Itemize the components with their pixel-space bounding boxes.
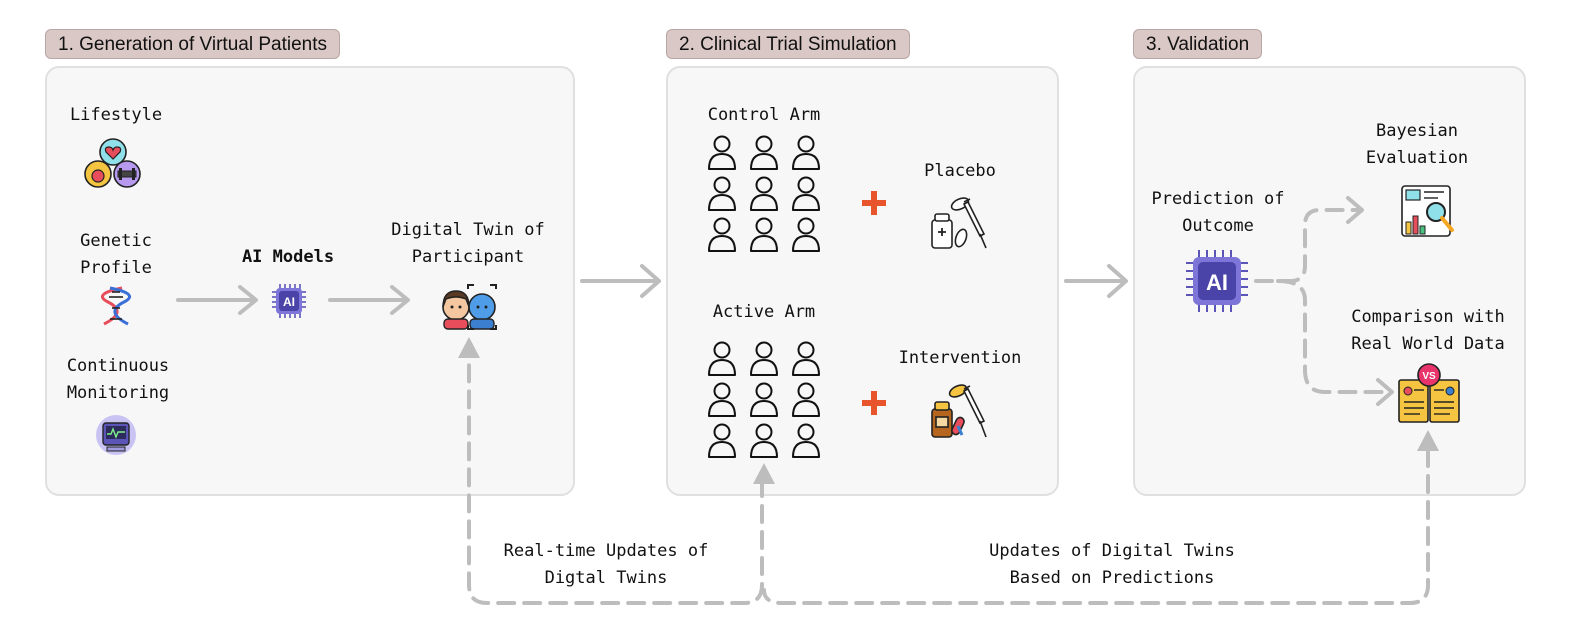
control-arm-people-icon (704, 133, 824, 253)
label-placebo: Placebo (924, 161, 996, 181)
label-genetic-profile-line2: Profile (80, 258, 152, 278)
vs-badge-text: VS (1422, 371, 1436, 382)
label-realtime-updates-line1: Real-time Updates of (503, 541, 709, 561)
label-realtime-updates-line2: Digtal Twins (544, 568, 668, 588)
lifestyle-icon (83, 136, 143, 192)
dna-icon (94, 284, 138, 328)
active-arm-people-icon (704, 339, 824, 459)
label-digital-twin-line1: Digital Twin of (391, 220, 545, 240)
comparison-documents-icon: VS (1396, 362, 1462, 426)
plus-icon-active (860, 389, 888, 417)
ai-chip-icon: AI (270, 282, 308, 320)
label-ai-models: AI Models (241, 247, 335, 267)
label-bayesian-line1: Bayesian (1376, 121, 1458, 141)
people-grid-active (708, 341, 820, 458)
monitor-icon (95, 414, 137, 456)
label-prediction-updates-line1: Updates of Digital Twins (989, 541, 1235, 561)
label-intervention: Intervention (898, 348, 1022, 368)
label-lifestyle: Lifestyle (69, 105, 163, 125)
label-prediction-line1: Prediction of (1151, 189, 1285, 209)
ai-prediction-chip-text: AI (1206, 270, 1228, 295)
ai-prediction-chip-icon: AI (1184, 248, 1250, 314)
label-continuous-monitoring-line2: Monitoring (66, 383, 170, 403)
section-tag-generation: 1. Generation of Virtual Patients (45, 29, 340, 59)
intervention-medicine-icon (928, 381, 990, 441)
bayesian-report-icon (1398, 182, 1458, 240)
label-continuous-monitoring-line1: Continuous (66, 356, 170, 376)
people-grid-control (708, 135, 820, 252)
label-bayesian-line2: Evaluation (1365, 148, 1469, 168)
section-tag-validation: 3. Validation (1133, 29, 1263, 59)
label-digital-twin-line2: Participant (411, 247, 525, 267)
arrow-generation-to-simulation (580, 264, 661, 298)
label-control-arm: Control Arm (707, 105, 821, 125)
arrow-simulation-to-validation (1064, 264, 1128, 298)
placebo-medicine-icon (928, 194, 990, 252)
plus-icon-control (860, 189, 888, 217)
ai-chip-text: AI (283, 295, 295, 309)
label-comparison-line2: Real World Data (1351, 334, 1505, 354)
label-prediction-updates-line2: Based on Predictions (1009, 568, 1215, 588)
label-prediction-line2: Outcome (1182, 216, 1254, 236)
label-comparison-line1: Comparison with (1351, 307, 1505, 327)
digital-twin-icon (438, 283, 500, 331)
label-genetic-profile-line1: Genetic (80, 231, 152, 251)
label-active-arm: Active Arm (712, 302, 816, 322)
section-tag-simulation: 2. Clinical Trial Simulation (666, 29, 910, 59)
